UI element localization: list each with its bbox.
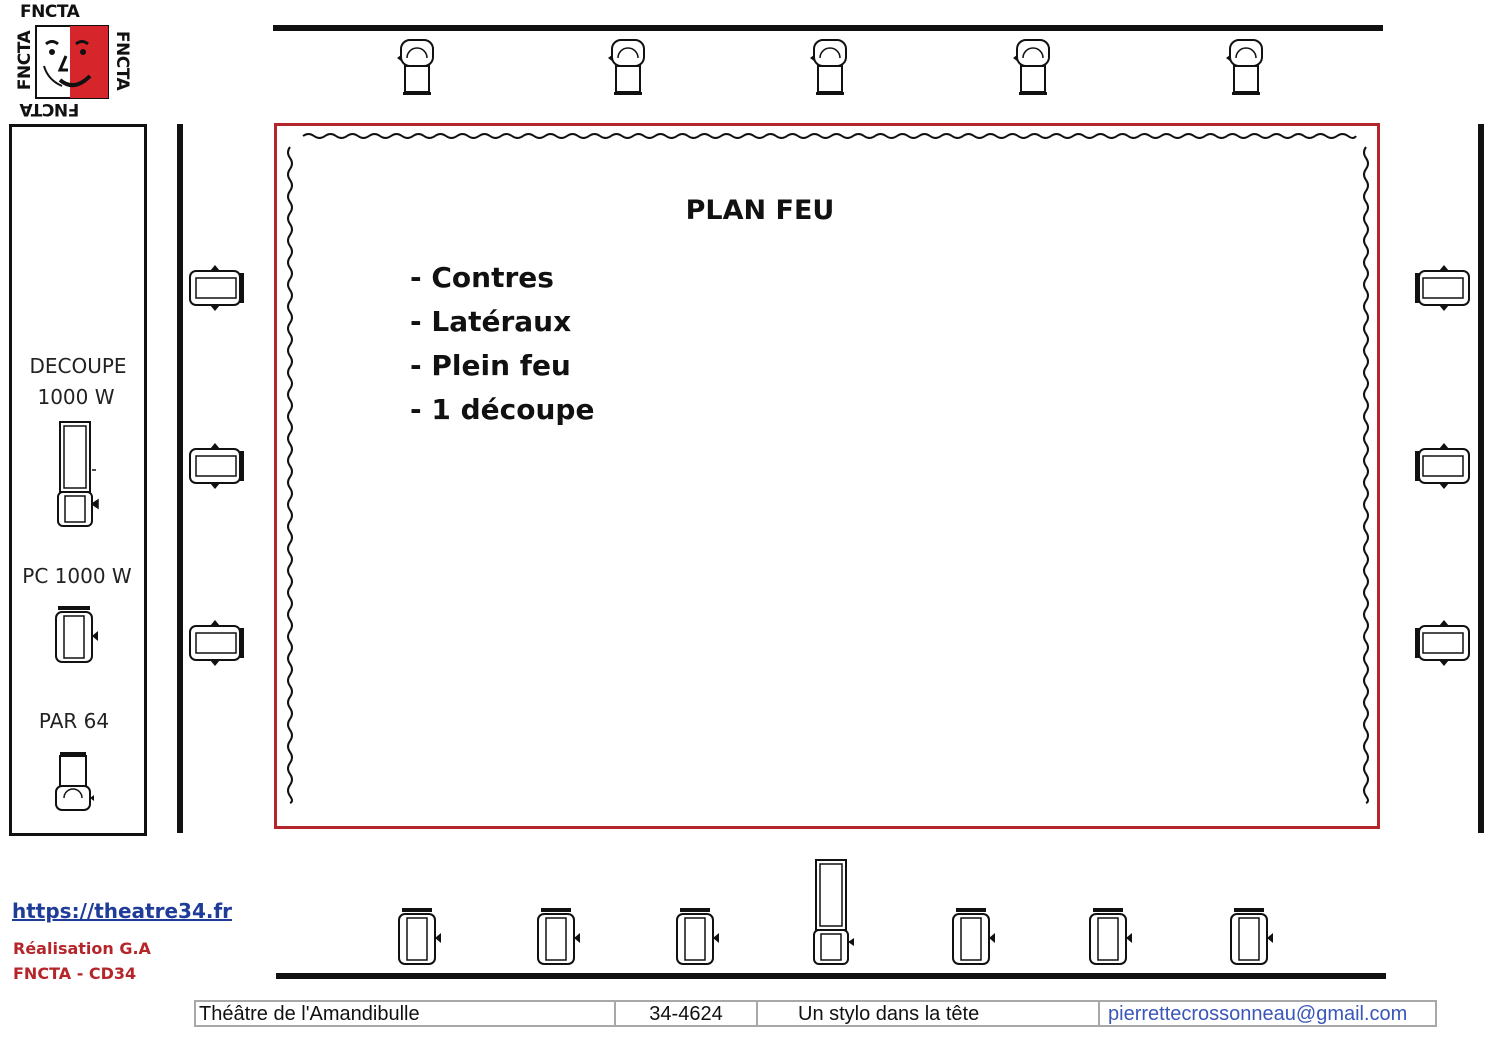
plan-title: PLAN FEU [685,195,835,226]
front-pc-2 [537,908,580,965]
website-link[interactable]: https://theatre34.fr [12,899,233,923]
plan-item-contres: - Contres [410,261,554,294]
par64-icon [55,752,94,811]
front-pc-5 [952,908,995,965]
front-pc-3 [676,908,719,965]
left-curtain [287,146,293,804]
left-pc-3 [189,620,244,666]
decoupe-icon [57,421,99,527]
legend-decoupe-label: DECOUPE [29,354,127,378]
right-rail [1478,124,1484,833]
legend-decoupe-power: 1000 W [37,385,115,409]
back-par64-4 [1013,39,1050,95]
right-pc-3 [1415,620,1470,666]
legend-box [9,124,147,836]
theatre-name-cell: Théâtre de l'Amandibulle [196,1002,616,1025]
code-cell: 34-4624 [616,1002,758,1025]
play-title-cell: Un stylo dans la tête [758,1002,1100,1025]
logo-text-top: FNCTA [20,2,80,22]
back-par64-3 [810,39,847,95]
front-pc-6 [1089,908,1132,965]
credit-fncta: FNCTA - CD34 [13,964,137,983]
front-pipe [276,973,1386,979]
front-decoupe [813,859,854,965]
front-pc-1 [398,908,441,965]
plan-item-lateraux: - Latéraux [410,305,572,338]
right-pc-2 [1415,443,1470,489]
back-par64-5 [1226,39,1263,95]
theatre-masks-icon [35,25,109,99]
back-pipe [273,25,1383,31]
pc-icon [55,606,98,663]
legend-par64-label: PAR 64 [38,709,110,733]
front-pc-7 [1230,908,1273,965]
back-par64-2 [608,39,645,95]
stage-outline [274,123,1380,829]
plan-item-decoupe: - 1 découpe [410,393,595,426]
left-rail [177,124,183,833]
fncta-logo: FNCTA FNCTA FNCTA FNCTA [8,2,134,120]
plan-item-plein-feu: - Plein feu [410,349,571,382]
email-cell[interactable]: pierrettecrossonneau@gmail.com [1108,1003,1408,1025]
left-pc-2 [189,443,244,489]
left-pc-1 [189,265,244,311]
right-pc-1 [1415,265,1470,311]
back-curtain [302,133,1357,139]
right-curtain [1363,146,1369,804]
credit-realisation: Réalisation G.A [13,939,151,958]
legend-pc-label: PC 1000 W [22,564,132,588]
back-par64-1 [397,39,434,95]
info-table: Théâtre de l'Amandibulle 34-4624 Un styl… [194,1000,1437,1027]
